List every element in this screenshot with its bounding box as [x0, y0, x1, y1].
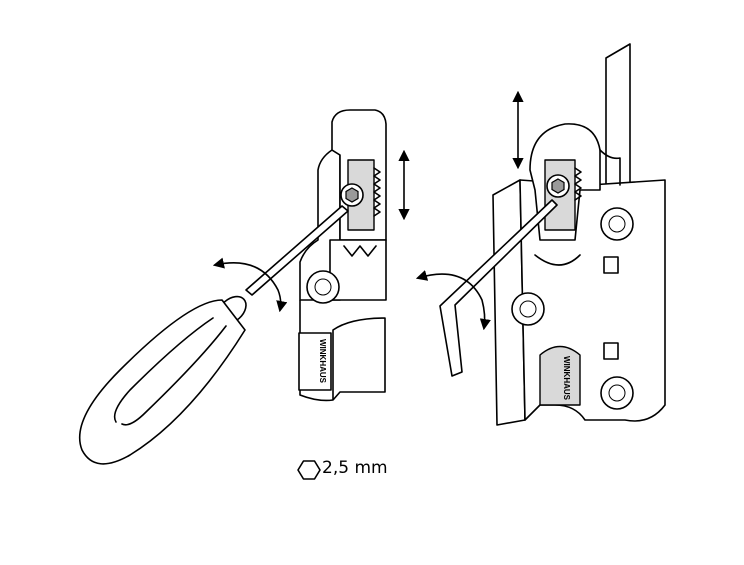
left-keeper: WINKHAUS — [298, 109, 387, 402]
rotate-arrow-left — [212, 257, 288, 313]
hexagon-icon — [297, 460, 321, 480]
brand-mark-right: WINKHAUS — [562, 356, 571, 401]
brand-mark-left: WINKHAUS — [318, 339, 327, 384]
tool-size-label: 2,5 mm — [322, 458, 388, 478]
rotate-arrow-right — [415, 270, 491, 331]
